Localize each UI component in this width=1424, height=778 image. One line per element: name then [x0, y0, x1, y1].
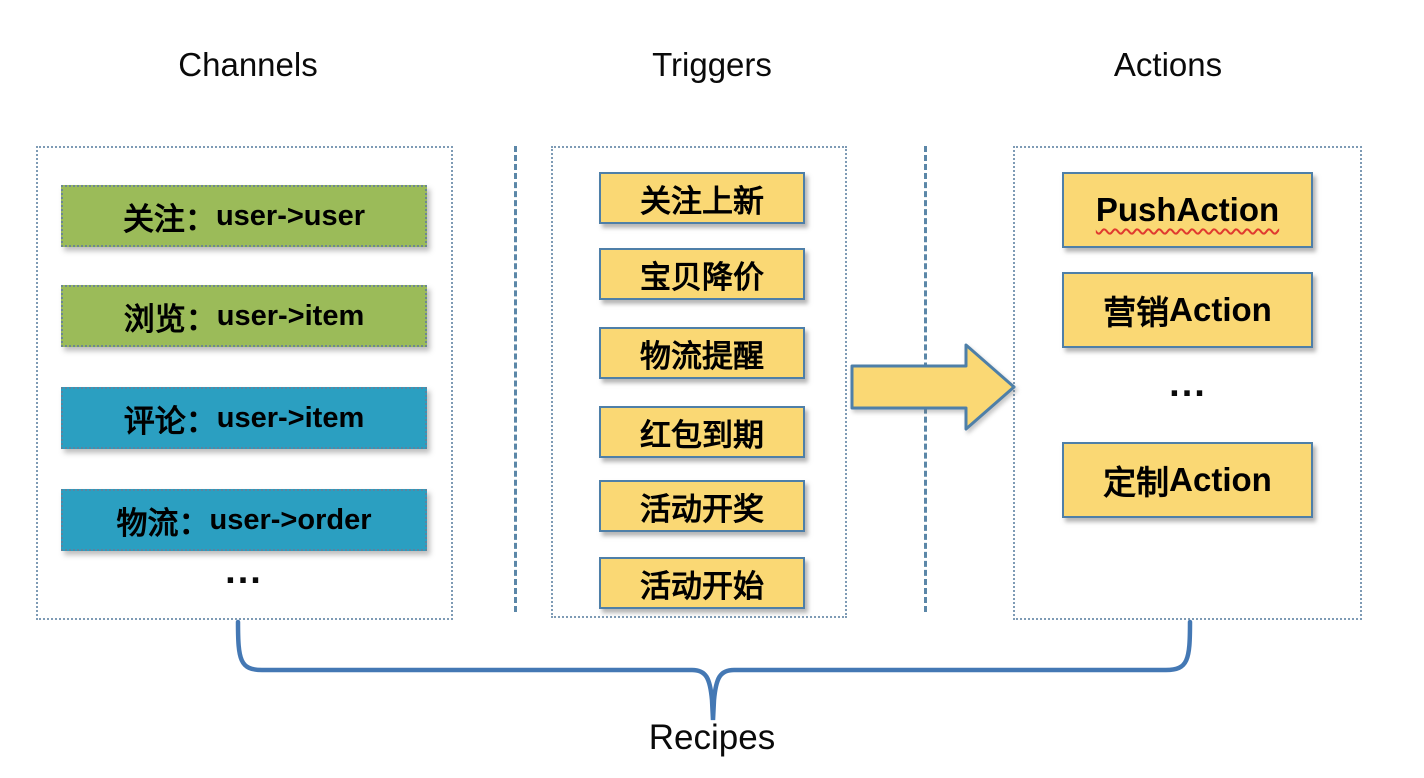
action-item-push: PushAction: [1062, 172, 1313, 248]
channel-item-label-en: user->user: [215, 199, 366, 232]
action-item-label-zh: 定制: [1103, 466, 1170, 502]
column-title-channels: Channels: [178, 46, 318, 83]
channels-ellipsis: ...: [225, 550, 263, 592]
actions-ellipsis: ...: [1169, 363, 1207, 405]
trigger-item: 活动开始: [599, 557, 805, 609]
channels-panel: [36, 146, 453, 620]
flow-arrow-icon: [850, 343, 1016, 431]
trigger-item: 红包到期: [599, 406, 805, 458]
channel-item-label-zh: 评论：: [123, 403, 217, 439]
action-item-label-en: Action: [1169, 291, 1272, 328]
recipes-label: Recipes: [648, 718, 776, 757]
actions-panel: [1013, 146, 1362, 620]
channel-item-label-en: user->order: [209, 503, 372, 536]
channel-item-label-en: user->item: [216, 299, 365, 332]
channel-item-label-en: user->item: [216, 401, 365, 434]
channel-item-label-zh: 浏览：: [123, 301, 217, 337]
recipes-brace: [235, 619, 1193, 721]
action-item-label-en: Action: [1169, 461, 1272, 498]
column-title-triggers: Triggers: [652, 46, 772, 83]
divider-dashed-left: [514, 146, 517, 612]
channel-item-follow: 关注：user->user: [61, 185, 427, 247]
trigger-item: 物流提醒: [599, 327, 805, 379]
trigger-item: 关注上新: [599, 172, 805, 224]
channel-item-browse: 浏览：user->item: [61, 285, 427, 347]
action-item-label-en: PushAction: [1095, 191, 1280, 228]
triggers-panel: [551, 146, 847, 618]
channel-item-label-zh: 物流：: [116, 505, 210, 541]
channel-item-label-zh: 关注：: [122, 201, 216, 237]
channel-item-comment: 评论：user->item: [61, 387, 427, 449]
trigger-item: 宝贝降价: [599, 248, 805, 300]
channel-item-logistics: 物流：user->order: [61, 489, 427, 551]
column-title-actions: Actions: [1113, 46, 1223, 83]
action-item-label-zh: 营销: [1103, 296, 1170, 332]
trigger-item: 活动开奖: [599, 480, 805, 532]
